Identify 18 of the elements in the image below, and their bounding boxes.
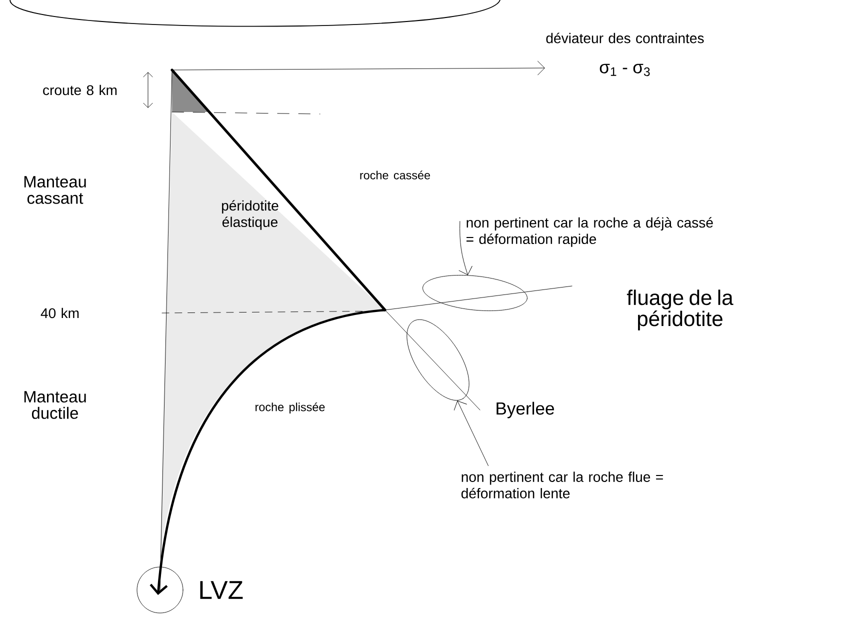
axis-label: déviateur des contraintes [546, 32, 704, 44]
depth-label: 40 km [40, 308, 79, 318]
layer-label: Manteau cassant [24, 176, 86, 204]
curve-label: Byerlee [496, 402, 554, 418]
arrow [458, 221, 472, 276]
zone-label: péridotite élastique [222, 200, 278, 230]
ellipse-outline [422, 275, 528, 311]
layer-label: Manteau ductile [24, 391, 86, 419]
zone-label: LVZ [200, 581, 243, 599]
annotation-text: non pertinent car la roche flue = déformation lente [461, 472, 663, 498]
annotation-text: non pertinent car la roche a déjà cassé = déformation rapide [466, 217, 713, 247]
axis-label: σ$_{1}$ - σ$_{3}$ [600, 64, 650, 76]
curve-label: fluage de la péridotite [626, 290, 734, 330]
arrow [454, 400, 489, 466]
zone-label: roche plissée [256, 402, 325, 414]
layer-label: croute 8 km [43, 84, 117, 96]
ellipse-outline [406, 319, 470, 401]
zone-label: roche cassée [360, 170, 430, 180]
